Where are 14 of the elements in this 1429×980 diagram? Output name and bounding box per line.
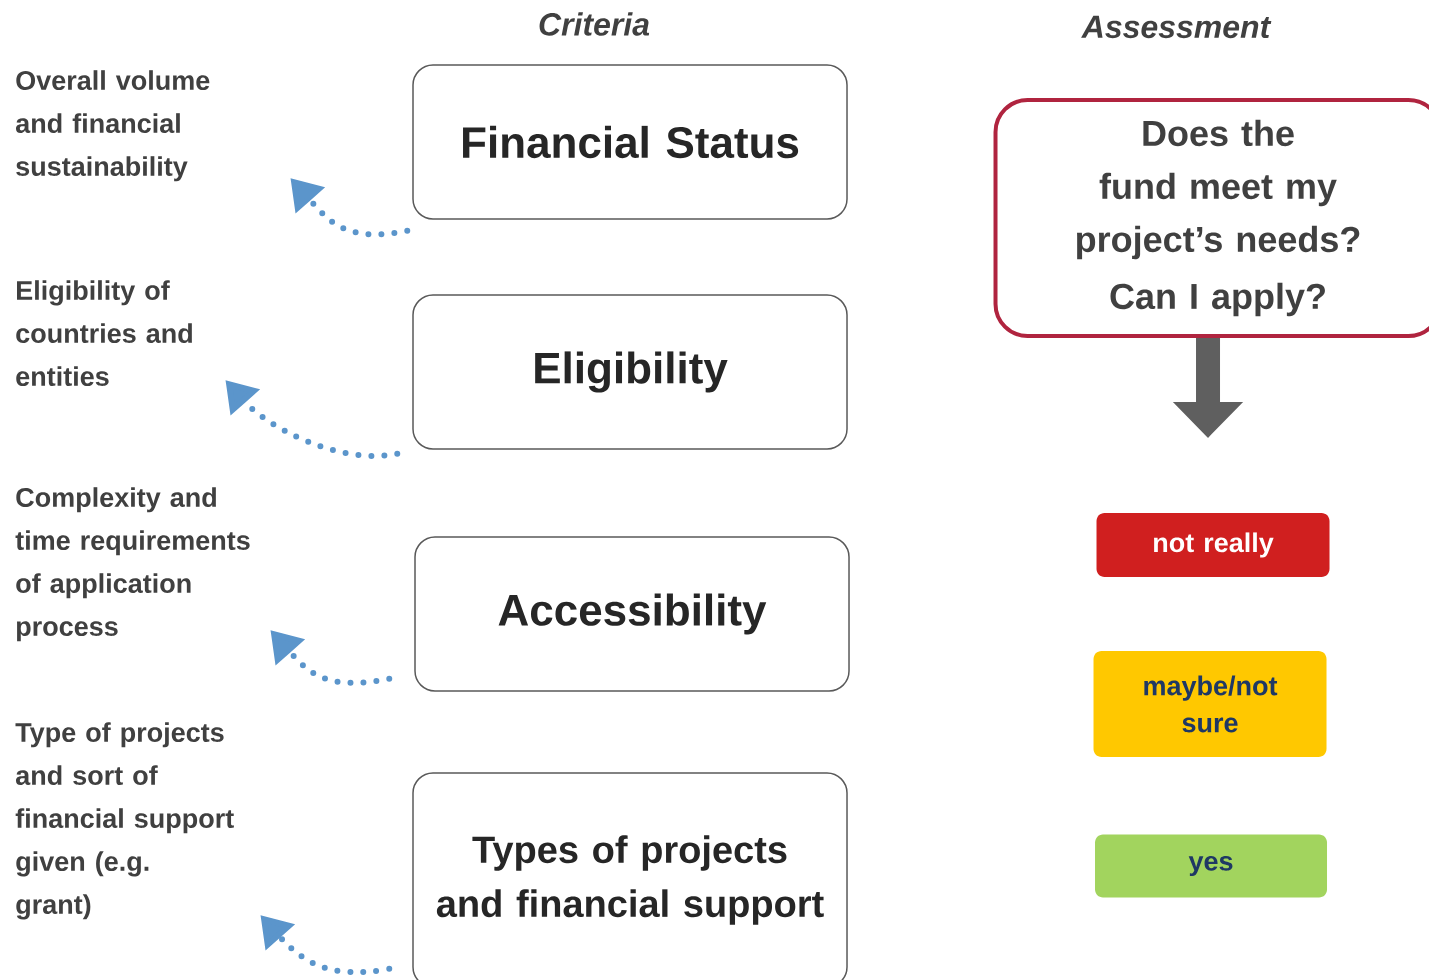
criteria-box: Accessibility	[414, 536, 850, 692]
criteria-box: Types of projects and financial support	[412, 772, 848, 980]
column-heading: Criteria	[539, 12, 650, 36]
criteria-box: Eligibility	[412, 294, 848, 450]
criteria-box: Financial Status	[412, 64, 848, 220]
criterion-text: Complexity and time requirements of application process	[15, 487, 250, 642]
answer-box: not really	[1096, 513, 1330, 577]
criterion-text: Eligibility of countries and entities	[16, 280, 192, 387]
answer-box: maybe/not sure	[1093, 651, 1327, 757]
question-box: Does the fund meet my project’s needs? Can I apply?	[993, 98, 1429, 338]
column-heading: Assessment	[1081, 15, 1272, 39]
criterion-text: Type of projects and sort of financial support given (e.g. grant)	[15, 722, 234, 920]
answer-box: yes	[1095, 834, 1327, 898]
criterion-text: Overall volume and financial sustainability	[16, 70, 210, 182]
